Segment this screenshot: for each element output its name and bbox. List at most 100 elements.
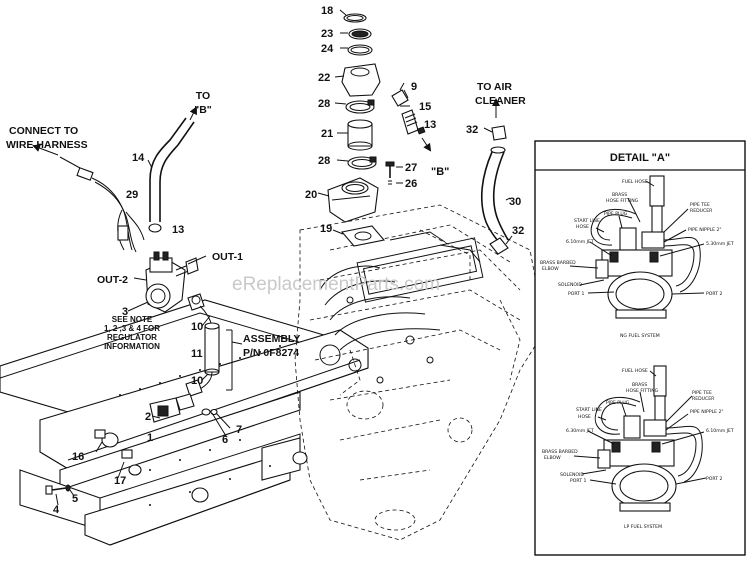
part-number: 32 — [466, 124, 478, 136]
part-number: 17 — [114, 475, 126, 487]
hose-14 — [147, 106, 197, 233]
lp-pipe-nipple: PIPE NIPPLE 2" — [690, 409, 724, 415]
detail-a-panel — [534, 140, 746, 556]
part-number: 23 — [321, 28, 333, 40]
detail-a-title: DETAIL "A" — [610, 152, 670, 164]
part-number: 4 — [53, 504, 60, 516]
lp-pipe-tee: PIPE TEE — [692, 390, 712, 396]
ng-jet-2: 5.30mm JET — [706, 241, 734, 247]
lp-port-1: PORT 1 — [570, 478, 587, 484]
ng-elbow: ELBOW — [542, 266, 559, 272]
connect-line1: CONNECT TO — [9, 125, 78, 137]
part-number: 29 — [126, 189, 138, 201]
ng-fuel-hose: FUEL HOSE — [622, 179, 648, 185]
lp-brass-barbed: BRASS BARBED — [542, 449, 578, 455]
part-number: 16 — [72, 451, 84, 463]
callout-labels: TO "B" CONNECT TO WIRE HARNESS TO AIR CL… — [6, 81, 526, 359]
lp-solenoid: SOLENOID — [560, 472, 584, 478]
lp-brass: BRASS — [632, 382, 647, 388]
ng-pipe-nipple: PIPE NIPPLE 2" — [688, 227, 722, 233]
ng-solenoid: SOLENOID — [558, 282, 582, 288]
part-number: 24 — [321, 43, 334, 55]
part-number: 11 — [191, 348, 203, 360]
assembly-line2: P/N 0F8274 — [243, 347, 299, 359]
part-number: 19 — [320, 223, 332, 235]
ng-pipe-plug: PIPE PLUG — [604, 211, 628, 217]
lp-system-caption: LP FUEL SYSTEM — [624, 524, 662, 530]
part-number-labels: 18 23 24 22 9 28 15 21 13 28 27 26 20 19… — [53, 5, 524, 516]
regulator-3 — [127, 251, 207, 313]
ng-fuel-system-drawing — [569, 175, 705, 319]
part-number: 15 — [419, 101, 431, 113]
lp-jet-2: 6.10mm JET — [706, 428, 734, 434]
part-number: 26 — [405, 178, 417, 190]
frame-rail — [0, 299, 369, 546]
lp-start-line: START LINE — [576, 407, 602, 413]
ng-hose-fitting: HOSE FITTING — [606, 198, 639, 204]
lp-pipe-plug: PIPE PLUG — [606, 400, 630, 406]
part-number: 28 — [318, 98, 330, 110]
part-number: 2 — [145, 411, 151, 423]
part-number: 10 — [191, 375, 203, 387]
assembly-line1: ASSEMBLY — [243, 333, 300, 345]
ng-pipe-tee: PIPE TEE — [690, 202, 710, 208]
note-line3: REGULATOR — [107, 333, 157, 342]
to-air-line2: CLEANER — [475, 95, 526, 107]
part-number: 27 — [405, 162, 417, 174]
part-number: 10 — [191, 321, 203, 333]
note-line2: 1, 2 ,3 & 4 FOR — [104, 324, 160, 333]
ng-start-line: START LINE — [574, 218, 600, 224]
part-number: 22 — [318, 72, 330, 84]
part-number: 9 — [411, 81, 417, 93]
ng-labels: FUEL HOSE BRASS HOSE FITTING PIPE TEE RE… — [540, 179, 734, 339]
assembly-0f8274 — [149, 293, 243, 437]
part-number: 32 — [512, 225, 524, 237]
connect-line2: WIRE HARNESS — [6, 139, 88, 151]
ng-port-2: PORT 2 — [706, 291, 723, 297]
part-number: 3 — [122, 306, 128, 318]
part-number: 13 — [424, 119, 436, 131]
part-number: 21 — [321, 128, 333, 140]
ng-system-caption: NG FUEL SYSTEM — [620, 333, 660, 339]
to-air-line1: TO AIR — [477, 81, 512, 93]
ng-brass-barbed: BRASS BARBED — [540, 260, 576, 266]
lp-hose-fitting: HOSE FITTING — [626, 388, 659, 394]
part-number: 14 — [132, 152, 145, 164]
lp-jet-1: 6.30mm JET — [566, 428, 594, 434]
note-line1: SEE NOTE — [112, 315, 153, 324]
part-number: 6 — [222, 434, 228, 446]
ng-hose: HOSE — [576, 224, 589, 230]
lp-elbow: ELBOW — [544, 455, 561, 461]
lp-reducer: REDUCER — [692, 396, 715, 402]
part-number: 18 — [321, 5, 333, 17]
lp-port-2: PORT 2 — [706, 476, 723, 482]
wire-harness-29 — [32, 144, 145, 253]
part-number: 7 — [236, 424, 242, 436]
ng-port-1: PORT 1 — [568, 291, 585, 297]
ng-brass: BRASS — [612, 192, 627, 198]
b-marker: "B" — [431, 166, 449, 178]
part-number: 20 — [305, 189, 317, 201]
part-number: 13 — [172, 224, 184, 236]
bolt-4-5 — [45, 441, 125, 506]
lp-hose: HOSE — [578, 414, 591, 420]
part-number: 1 — [147, 432, 153, 444]
to-b-line1: TO — [196, 90, 210, 102]
air-cleaner-hose — [480, 98, 513, 255]
to-b-line2: "B" — [194, 104, 212, 116]
watermark: eReplacementParts.com — [232, 274, 440, 295]
lp-labels: FUEL HOSE BRASS HOSE FITTING PIPE TEE RE… — [542, 368, 734, 530]
out2-label: OUT-2 — [97, 274, 128, 286]
part-number: 28 — [318, 155, 330, 167]
throttle-stack — [317, 9, 432, 247]
engine-outline — [294, 204, 546, 541]
part-number: 30 — [509, 196, 521, 208]
out1-label: OUT-1 — [212, 251, 243, 263]
note-line4: INFORMATION — [104, 342, 160, 351]
lp-fuel-hose: FUEL HOSE — [622, 368, 648, 374]
ng-jet-1: 6.10mm JET — [566, 239, 594, 245]
part-number: 5 — [72, 493, 78, 505]
lp-fuel-system-drawing — [573, 365, 707, 512]
